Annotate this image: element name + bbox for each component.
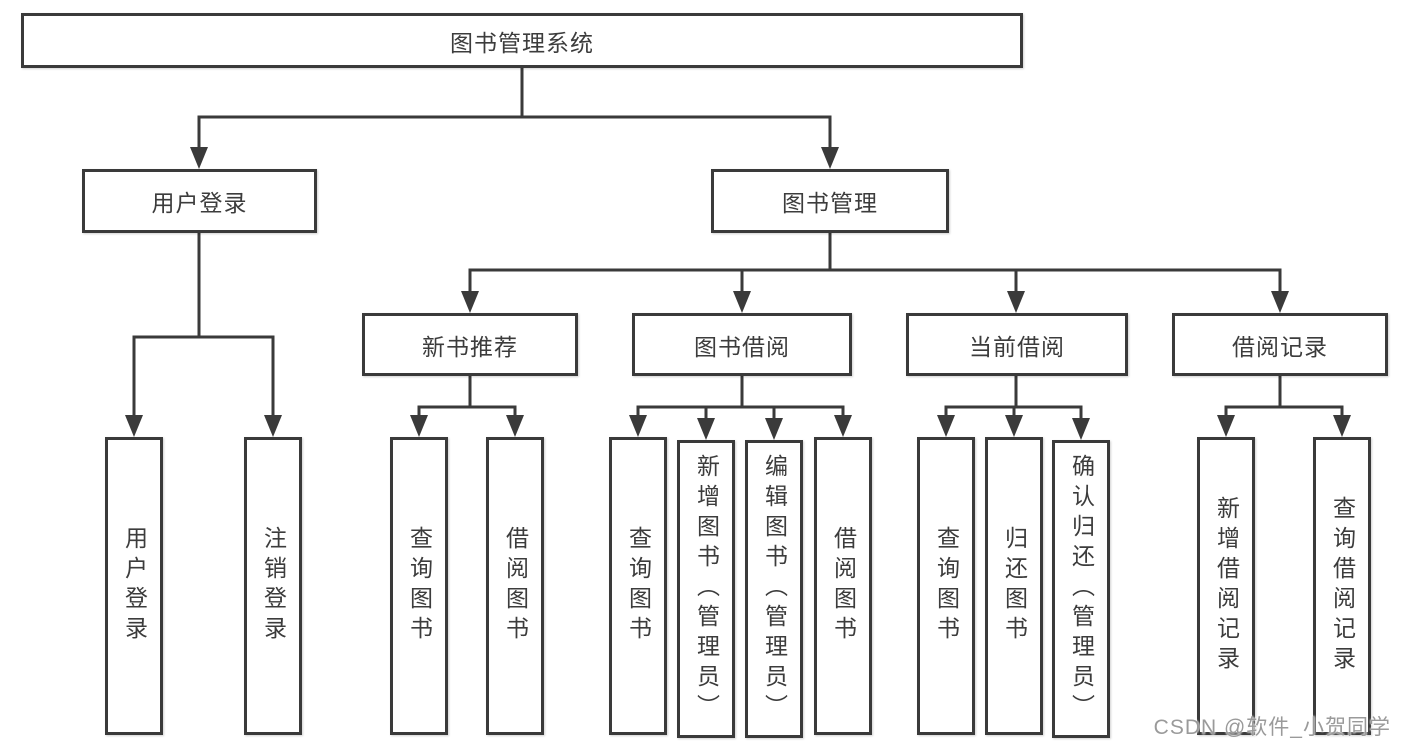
leaf-label: 查询图书: [933, 526, 960, 646]
leaf-label: 编辑图书（管理员）: [761, 454, 788, 724]
leaf-edit-book-admin: 编辑图书（管理员）: [745, 440, 803, 738]
node-label: 当前借阅: [969, 333, 1065, 360]
leaf-confirm-return-admin: 确认归还（管理员）: [1052, 440, 1110, 738]
node-label: 图书管理系统: [450, 29, 594, 56]
leaf-label: 确认归还（管理员）: [1068, 454, 1095, 724]
leaf-borrow-book: 借阅图书: [814, 437, 872, 735]
node-borrow-record: 借阅记录: [1172, 313, 1388, 376]
node-label: 用户登录: [151, 190, 248, 216]
leaf-label: 注销登录: [260, 526, 287, 646]
leaf-user-login: 用户登录: [105, 437, 163, 735]
node-book-management: 图书管理: [711, 169, 949, 233]
leaf-add-book-admin: 新增图书（管理员）: [677, 440, 735, 738]
leaf-return-book: 归还图书: [985, 437, 1043, 735]
node-label: 新书推荐: [422, 333, 518, 360]
node-label: 图书管理: [782, 190, 878, 216]
leaf-label: 借阅图书: [502, 526, 529, 646]
node-label: 图书借阅: [694, 333, 790, 360]
leaf-label: 用户登录: [121, 526, 148, 646]
leaf-query-book-recommend: 查询图书: [390, 437, 448, 735]
leaf-label: 查询图书: [625, 526, 652, 646]
node-current-borrow: 当前借阅: [906, 313, 1128, 376]
leaf-label: 查询借阅记录: [1329, 496, 1356, 676]
leaf-label: 查询图书: [406, 526, 433, 646]
node-user-login: 用户登录: [82, 169, 317, 233]
leaf-label: 借阅图书: [830, 526, 857, 646]
leaf-label: 新增图书（管理员）: [693, 454, 720, 724]
node-library-management-system: 图书管理系统: [21, 13, 1023, 68]
leaf-borrow-book-recommend: 借阅图书: [486, 437, 544, 735]
leaf-query-book-borrow: 查询图书: [609, 437, 667, 735]
node-new-book-recommend: 新书推荐: [362, 313, 578, 376]
node-label: 借阅记录: [1232, 333, 1328, 360]
leaf-logout: 注销登录: [244, 437, 302, 735]
leaf-label: 归还图书: [1001, 526, 1028, 646]
leaf-label: 新增借阅记录: [1213, 496, 1240, 676]
node-book-borrow: 图书借阅: [632, 313, 852, 376]
leaf-add-borrow-record: 新增借阅记录: [1197, 437, 1255, 735]
csdn-watermark: CSDN @软件_小贺同学: [1153, 716, 1391, 739]
leaf-query-book-current: 查询图书: [917, 437, 975, 735]
leaf-query-borrow-record: 查询借阅记录: [1313, 437, 1371, 735]
